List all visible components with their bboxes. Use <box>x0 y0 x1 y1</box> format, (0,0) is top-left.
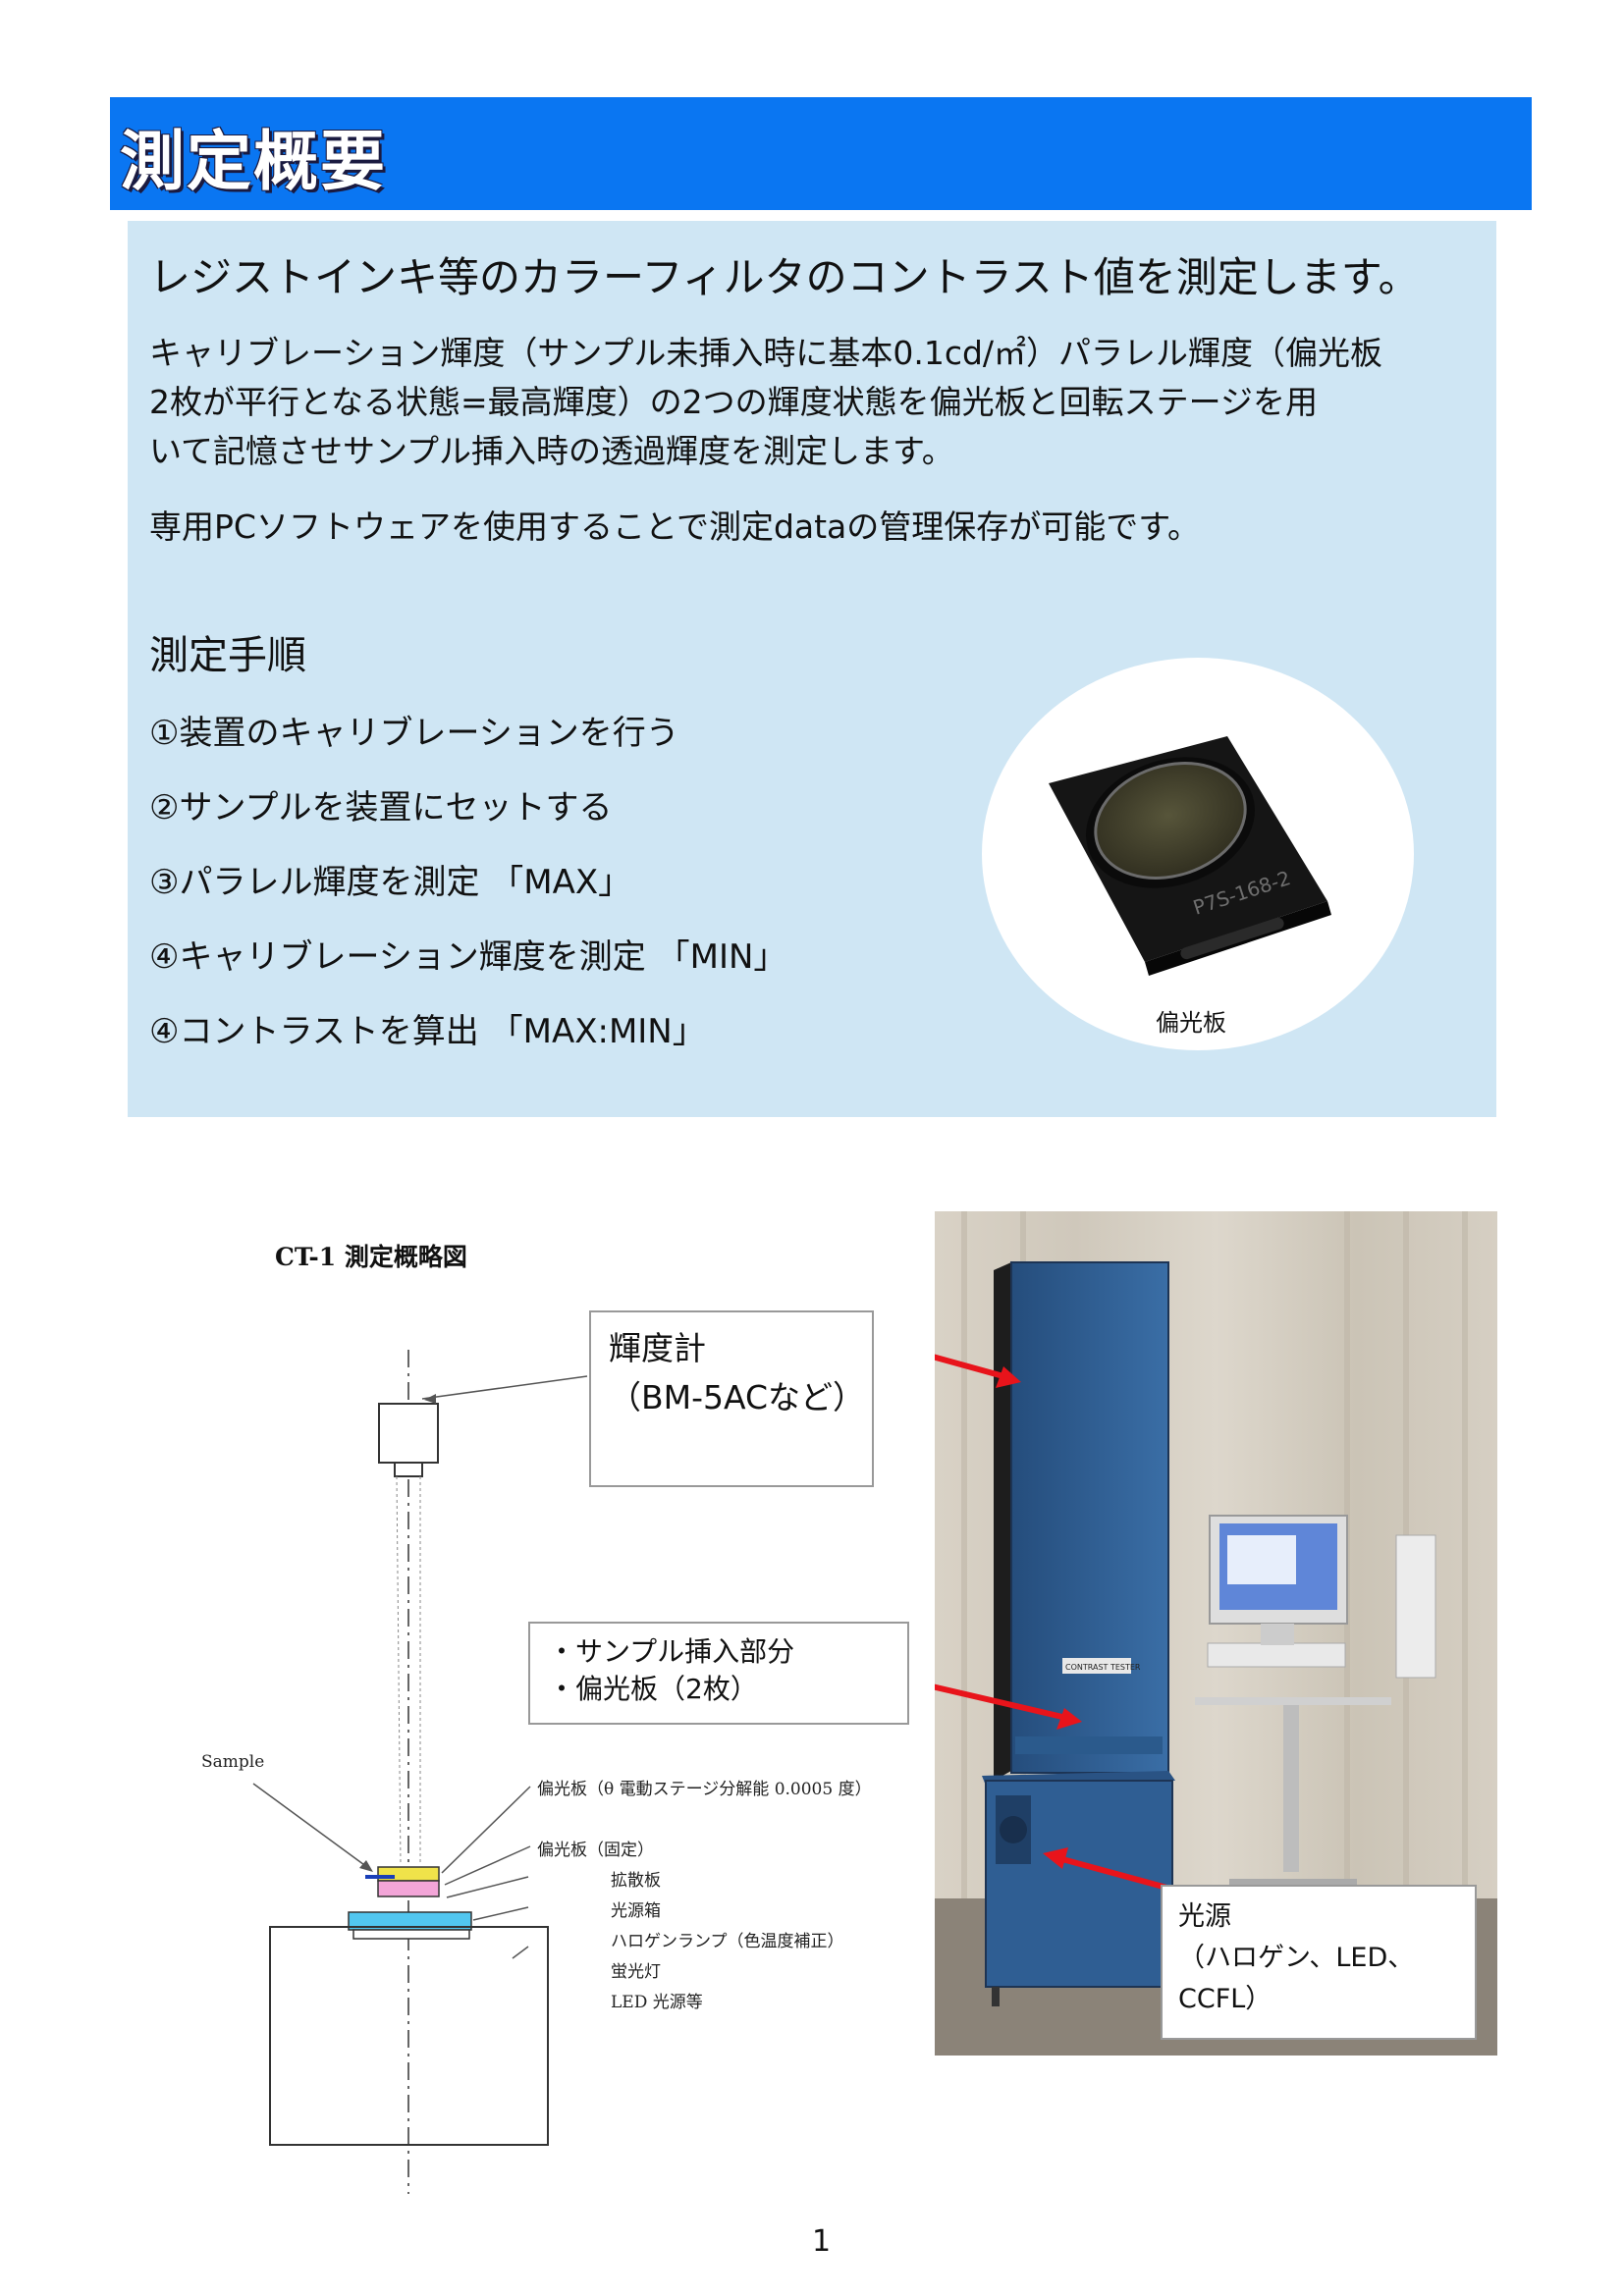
lead-text: レジストインキ等のカラーフィルタのコントラスト値を測定します。 <box>149 253 1420 301</box>
callout-sample-section: ・サンプル挿入部分 ・偏光板（2枚） <box>528 1622 909 1725</box>
section-title: 測定概要 <box>120 124 387 199</box>
software-paragraph: 専用PCソフトウェアを使用することで測定dataの管理保存が可能です。 <box>149 507 1200 546</box>
light-box <box>269 1926 549 2146</box>
callout-line: （ハロゲン、LED、 <box>1178 1943 1415 1973</box>
polarizer-image-frame: P7S-168-2 <box>982 658 1414 1050</box>
callout-luminance-meter: 輝度計 （BM-5ACなど） <box>589 1310 874 1487</box>
meter-body <box>378 1403 439 1464</box>
callout-line: 光源 <box>1178 1901 1231 1932</box>
procedure-step: ①装置のキャリブレーションを行う <box>149 714 679 753</box>
callout-light-source: 光源 （ハロゲン、LED、 CCFL） <box>1161 1885 1477 2040</box>
device-label: CONTRAST TESTER <box>1065 1663 1141 1672</box>
procedure-step: ②サンプルを装置にセットする <box>149 788 613 828</box>
procedure-step: ④コントラストを算出 「MAX:MIN」 <box>149 1012 706 1051</box>
section-header-bar: 測定概要 <box>110 97 1532 210</box>
meter-lens <box>394 1462 423 1477</box>
callout-line: （BM-5ACなど） <box>609 1378 866 1416</box>
description-line: いて記憶させサンプル挿入時の透過輝度を測定します。 <box>149 432 954 470</box>
callout-line: CCFL） <box>1178 1984 1272 2014</box>
callout-line: ・サンプル挿入部分 <box>548 1635 795 1668</box>
description-paragraph: キャリブレーション輝度（サンプル未挿入時に基本0.1cd/㎡）パラレル輝度（偏光… <box>149 329 1382 476</box>
schematic-label: 偏光板（固定） <box>537 1841 654 1860</box>
schematic-label: 偏光板（θ 電動ステージ分解能 0.0005 度） <box>537 1780 872 1799</box>
description-line: キャリブレーション輝度（サンプル未挿入時に基本0.1cd/㎡）パラレル輝度（偏光… <box>149 334 1383 372</box>
procedure-step: ④キャリブレーション輝度を測定 「MIN」 <box>149 937 787 977</box>
schematic-drawing <box>252 1350 588 2194</box>
schematic-label: 拡散板 <box>611 1871 661 1891</box>
callout-line: 輝度計 <box>609 1329 706 1367</box>
schematic-label: LED 光源等 <box>611 1993 703 2012</box>
procedure-title: 測定手順 <box>149 633 306 678</box>
callout-line: ・偏光板（2枚） <box>548 1673 758 1705</box>
polarizer-caption: 偏光板 <box>1156 1009 1226 1037</box>
polarizer-image: P7S-168-2 <box>1049 736 1331 976</box>
schematic-label: 蛍光灯 <box>611 1962 661 1982</box>
description-line: 2枚が平行となる状態=最高輝度）の2つの輝度状態を偏光板と回転ステージを用 <box>149 383 1318 421</box>
schematic-label: ハロゲンランプ（色温度補正） <box>611 1932 844 1951</box>
overview-panel: レジストインキ等のカラーフィルタのコントラスト値を測定します。 キャリブレーショ… <box>128 221 1496 1117</box>
procedure-step: ③パラレル輝度を測定 「MAX」 <box>149 863 632 902</box>
measurement-schematic: CT-1 測定概略図 Sample 偏光板（θ 電動ステージ分解能 0.0005… <box>167 1222 913 2204</box>
sample-label: Sample <box>201 1752 265 1772</box>
schematic-title: CT-1 測定概略図 <box>275 1243 467 1271</box>
polarizer-fixed <box>377 1880 440 1897</box>
page-number: 1 <box>812 2224 832 2259</box>
schematic-label: 光源箱 <box>611 1901 661 1921</box>
